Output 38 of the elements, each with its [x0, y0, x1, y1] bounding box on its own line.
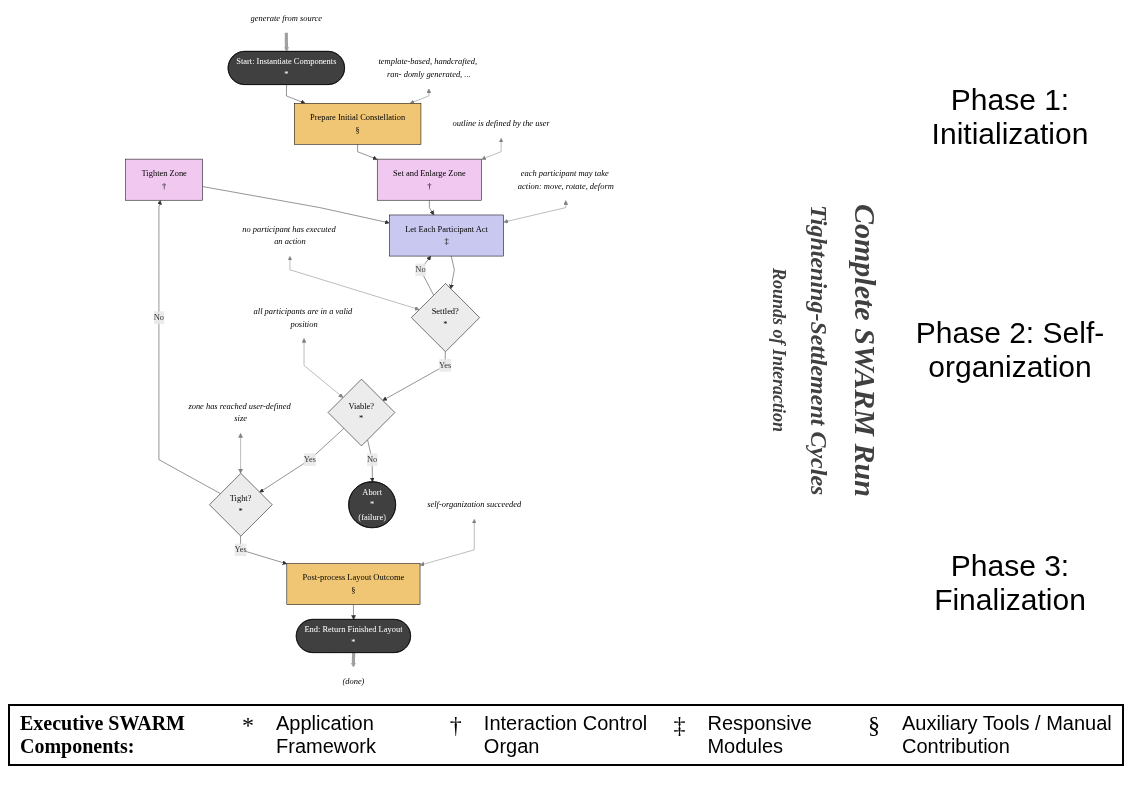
- legend-symbol: ‡: [673, 712, 686, 739]
- phase-label: Phase 1: Initialization: [930, 82, 1090, 151]
- node-diamond: Viable? *: [327, 378, 396, 447]
- bracket-label: Complete SWARM Run: [848, 203, 882, 497]
- node-text: outline is defined by the user: [452, 119, 550, 129]
- bracket-label: Tightening-Settlement Cycles: [805, 204, 832, 496]
- legend-text: Application Framework: [276, 712, 377, 758]
- edge-label: No: [415, 265, 426, 274]
- node-text: generate from source: [250, 13, 323, 23]
- bracket-label: Rounds of Interaction: [768, 267, 789, 432]
- legend-text: Auxiliary Tools / Manual Contribution: [902, 712, 1112, 758]
- edge-label: Yes: [439, 360, 452, 370]
- legend-heading: Executive SWARM Components:: [20, 712, 186, 758]
- node-text: (done): [342, 676, 365, 686]
- legend-symbol: §: [868, 712, 880, 739]
- node-diamond: Settled? *: [411, 283, 480, 352]
- node-box: Prepare Initial Constellation §: [294, 103, 422, 145]
- legend-text: Responsive Modules: [707, 712, 813, 758]
- legend-symbol: †: [449, 712, 462, 739]
- node-box: Post-process Layout Outcome §: [286, 563, 421, 605]
- node-box: Let Each Participant Act ‡: [389, 214, 504, 257]
- node-text: template-based, handcrafted, ran- domly generated, ...: [378, 56, 478, 79]
- phase-label: Phase 2: Self-organization: [914, 316, 1106, 384]
- edge-label: Yes: [303, 454, 316, 464]
- edge-label: Yes: [234, 545, 247, 555]
- node-text: all participants are in a valid position: [253, 306, 353, 329]
- node-text: self-organization succeeded: [427, 499, 522, 509]
- edge-label: No: [366, 454, 378, 464]
- node-text: each participant may take action: move, rotate, deform: [517, 168, 614, 191]
- node-text: zone has reached user-defined size: [188, 401, 291, 424]
- node-text: no participant has executed an action: [242, 224, 336, 247]
- node-box: Tighten Zone †: [125, 158, 203, 201]
- legend-text: Interaction Control Organ: [483, 712, 649, 758]
- node-diamond: Tight? *: [209, 473, 273, 537]
- node-box: Set and Enlarge Zone †: [376, 158, 482, 201]
- phase-label: Phase 3: Finalization: [933, 549, 1087, 618]
- legend-symbol: *: [242, 712, 254, 739]
- edge-label: No: [153, 312, 165, 322]
